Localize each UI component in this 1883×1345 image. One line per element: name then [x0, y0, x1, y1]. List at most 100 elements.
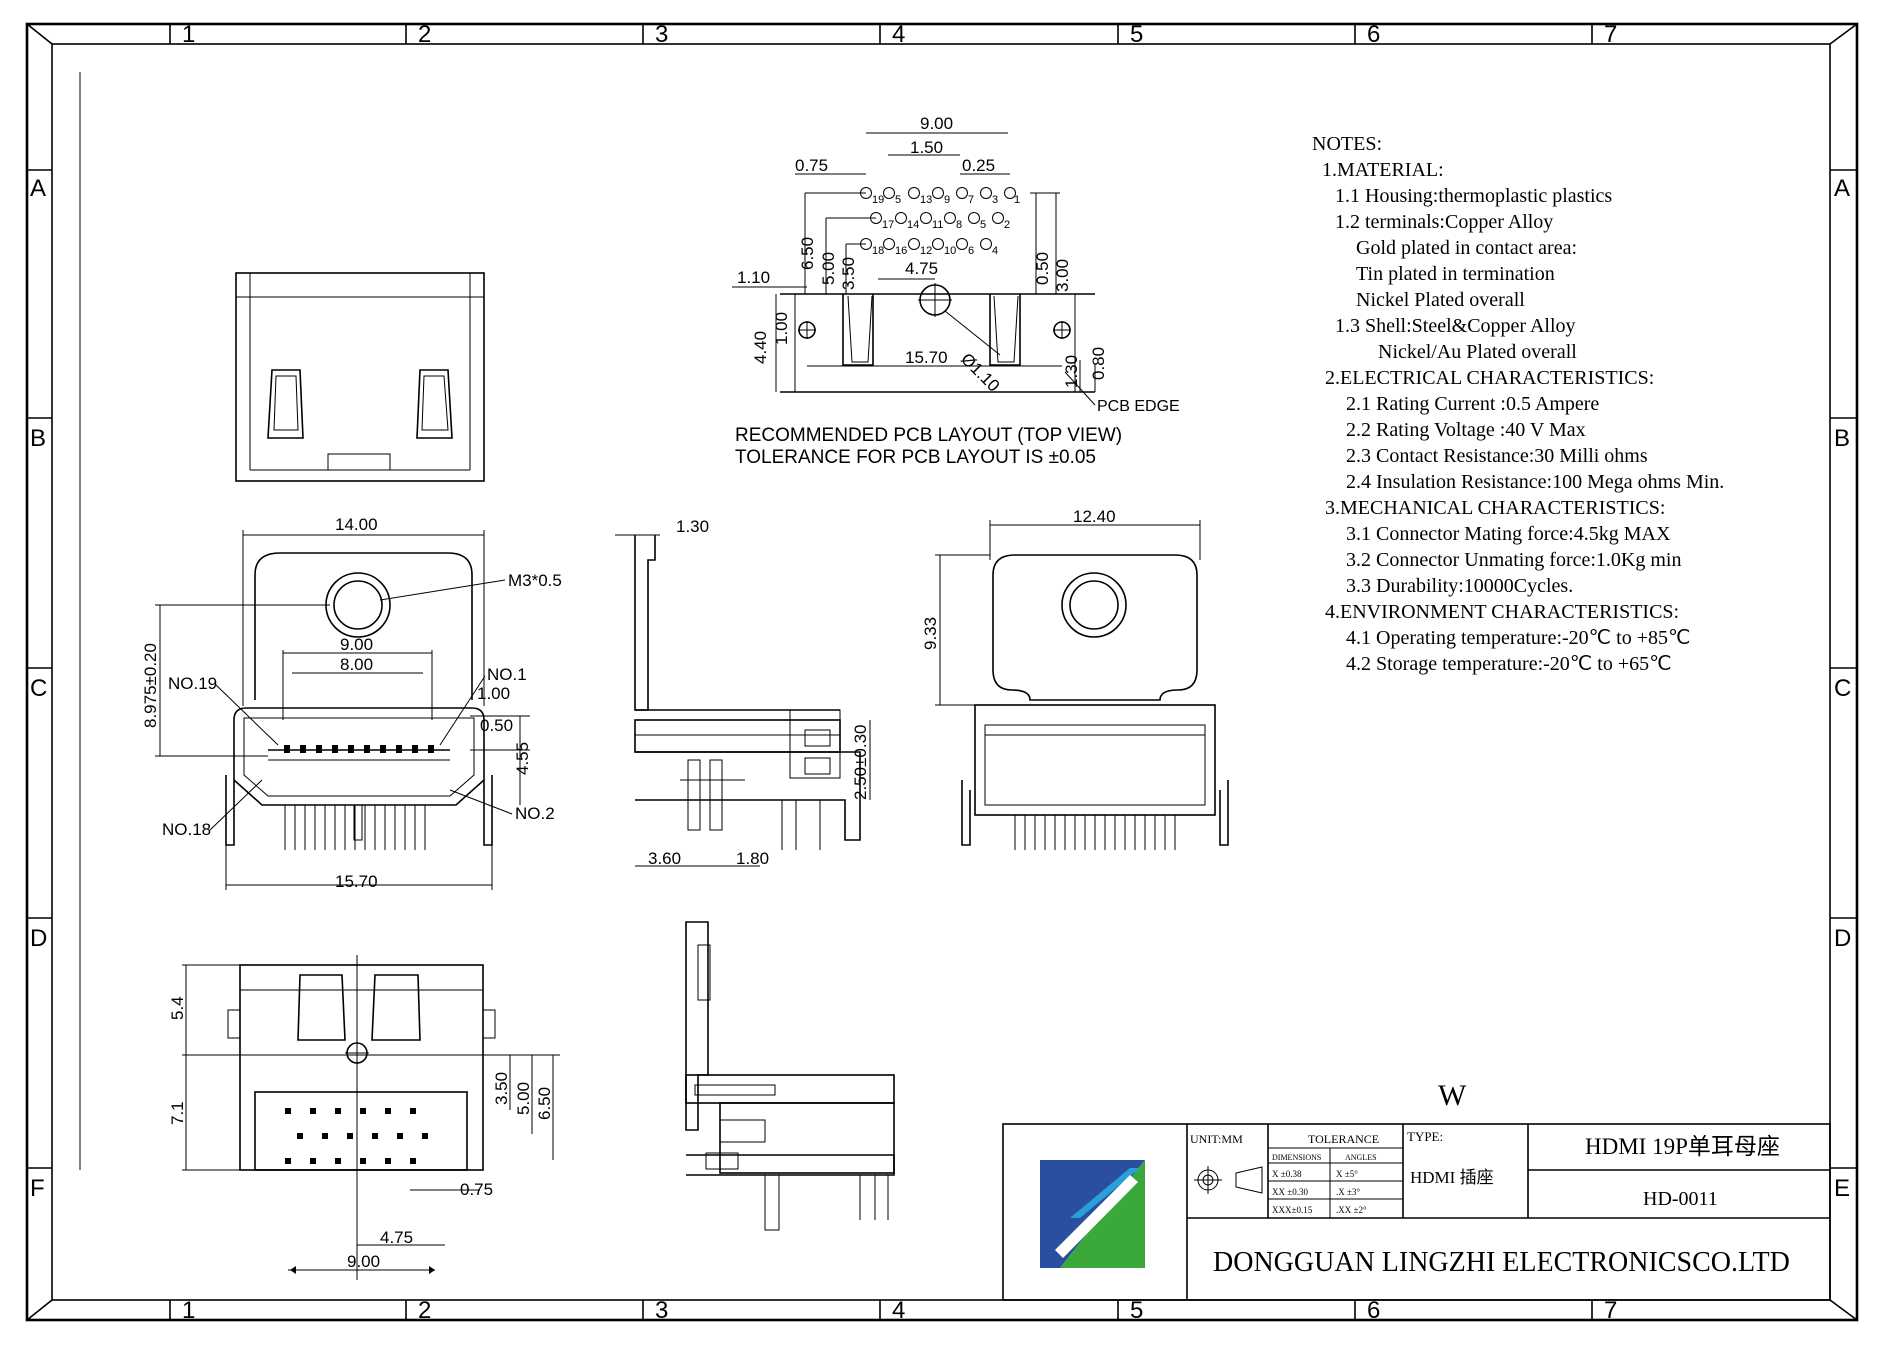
note-line-10: 2.1 Rating Current :0.5 Ampere [1346, 393, 1599, 415]
bottom-dim-5: 5.00 [514, 1082, 533, 1115]
bottom-pin-grid [285, 1108, 428, 1164]
pin-3: 3 [992, 194, 998, 206]
pin-17: 17 [882, 219, 894, 231]
bottom-dim-0-75: 0.75 [460, 1180, 493, 1199]
bottom-dim-4-75: 4.75 [380, 1228, 413, 1247]
pin-13: 13 [920, 194, 932, 206]
pcb-edge-label: PCB EDGE [1097, 398, 1180, 415]
pcb-pin-numbers: 19 5 13 9 7 3 1 17 14 11 8 5 2 18 16 12 … [872, 194, 1020, 257]
tol-dim-3: XXX±0.15 [1272, 1205, 1313, 1215]
company-name: DONGGUAN LINGZHI ELECTRONICSCO.LTD [1213, 1247, 1790, 1278]
pcb-dim-1-3: 1.30 [1062, 355, 1081, 388]
pcb-dim-9: 9.00 [920, 114, 953, 133]
note-line-3: 1.2 terminals:Copper Alloy [1335, 211, 1553, 233]
dimensions-heading: DIMENSIONS [1272, 1153, 1321, 1162]
note-line-18: 4.ENVIRONMENT CHARACTERISTICS: [1325, 601, 1679, 623]
front-dim-4-55: 4.55 [513, 742, 532, 775]
pin-16: 16 [895, 245, 907, 257]
row-label-A-right: A [1834, 175, 1850, 202]
col-label-3-bottom: 3 [655, 1297, 668, 1324]
col-label-6: 6 [1367, 21, 1380, 48]
pin-4: 4 [992, 245, 998, 257]
back-pins [1014, 815, 1176, 850]
top-view-connector [235, 272, 485, 482]
bottom-dim-9: 9.00 [347, 1252, 380, 1271]
back-dim-9-33: 9.33 [921, 617, 940, 650]
pcb-dim-0-75: 0.75 [795, 156, 828, 175]
pcb-dim-15-7: 15.70 [905, 348, 948, 367]
col-label-2-bottom: 2 [418, 1297, 431, 1324]
angles-heading: ANGLES [1345, 1153, 1377, 1162]
note-line-20: 4.2 Storage temperature:-20℃ to +65℃ [1346, 653, 1672, 675]
note-line-9: 2.ELECTRICAL CHARACTERISTICS: [1325, 367, 1654, 389]
revision-mark: W [1438, 1079, 1467, 1112]
pcb-dim-6-5: 6.50 [798, 237, 817, 270]
col-label-1-bottom: 1 [182, 1297, 195, 1324]
front-dim-15-7: 15.70 [335, 872, 378, 891]
front-no2: NO.2 [515, 804, 555, 823]
pcb-dim-1-0: 1.00 [772, 312, 791, 345]
col-label-7: 7 [1604, 21, 1617, 48]
note-line-7: 1.3 Shell:Steel&Copper Alloy [1335, 315, 1576, 337]
pcb-caption-line1: RECOMMENDED PCB LAYOUT (TOP VIEW) [735, 425, 1122, 446]
note-line-12: 2.3 Contact Resistance:30 Milli ohms [1346, 445, 1648, 467]
front-no19: NO.19 [168, 674, 217, 693]
front-no18: NO.18 [162, 820, 211, 839]
bottom-dim-3-5: 3.50 [492, 1072, 511, 1105]
pin-2: 2 [1004, 219, 1010, 231]
unit-label: UNIT:MM [1190, 1132, 1243, 1146]
sheet-border [25, 22, 1859, 1322]
pcb-dim-3: 3.00 [1053, 259, 1072, 292]
bottom-view: 5.4 7.1 3.50 5.00 6.50 0.75 4.75 9.00 [168, 955, 560, 1280]
note-line-8: Nickel/Au Plated overall [1378, 341, 1577, 363]
pcb-dim-0-25: 0.25 [962, 156, 995, 175]
dimension-arrow [429, 1266, 435, 1274]
pin-7: 7 [968, 194, 974, 206]
pcb-layout-view: 9.00 1.50 0.75 0.25 19 5 13 9 7 3 1 [732, 114, 1180, 468]
dimension-arrow [290, 1266, 296, 1274]
note-line-6: Nickel Plated overall [1356, 289, 1525, 311]
note-line-5: Tin plated in termination [1356, 263, 1555, 285]
col-label-5: 5 [1130, 21, 1143, 48]
front-pins [284, 804, 426, 850]
front-dim-8-975: 8.975±0.20 [141, 643, 160, 728]
pin-10: 10 [944, 245, 956, 257]
pin-14: 14 [907, 219, 919, 231]
row-label-A: A [30, 175, 46, 202]
front-dim-0-5: 0.50 [480, 716, 513, 735]
front-dim-9: 9.00 [340, 635, 373, 654]
note-line-17: 3.3 Durability:10000Cycles. [1346, 575, 1573, 597]
col-label-3: 3 [655, 21, 668, 48]
back-dim-12-4: 12.40 [1073, 507, 1116, 526]
notes-heading: NOTES: [1312, 133, 1382, 155]
pin-9: 9 [944, 194, 950, 206]
front-contacts [284, 745, 434, 753]
tol-ang-3: .XX ±2° [1336, 1205, 1367, 1215]
pin-5b: 5 [980, 219, 986, 231]
part-number: HD-0011 [1643, 1188, 1718, 1210]
projection-symbol [1194, 1166, 1263, 1194]
tolerance-heading: TOLERANCE [1308, 1132, 1379, 1146]
row-label-C-right: C [1834, 675, 1851, 702]
side-view: 1.30 2.50±0.30 3.60 1.80 [615, 517, 871, 868]
tol-ang-2: .X ±3° [1336, 1187, 1360, 1197]
note-line-4: Gold plated in contact area: [1356, 237, 1577, 259]
tol-ang-1: X ±5° [1336, 1169, 1358, 1179]
col-label-4: 4 [892, 21, 905, 48]
title-block: W UNIT:MM TOLERANCE DIMENSIONS AN [1002, 1079, 1831, 1301]
row-label-B-right: B [1834, 425, 1850, 452]
note-line-15: 3.1 Connector Mating force:4.5kg MAX [1346, 523, 1671, 545]
pcb-dim-4-4: 4.40 [751, 331, 770, 364]
pin-11: 11 [932, 219, 943, 231]
pin-18: 18 [872, 245, 884, 257]
pcb-pin-holes [860, 187, 1016, 250]
front-dim-1: 1.00 [477, 684, 510, 703]
col-label-6-bottom: 6 [1367, 1297, 1380, 1324]
col-label-5-bottom: 5 [1130, 1297, 1143, 1324]
pin-1: 1 [1014, 194, 1020, 206]
row-label-D-right: D [1834, 925, 1851, 952]
pcb-dim-4-75: 4.75 [905, 259, 938, 278]
note-line-11: 2.2 Rating Voltage :40 V Max [1346, 419, 1586, 441]
